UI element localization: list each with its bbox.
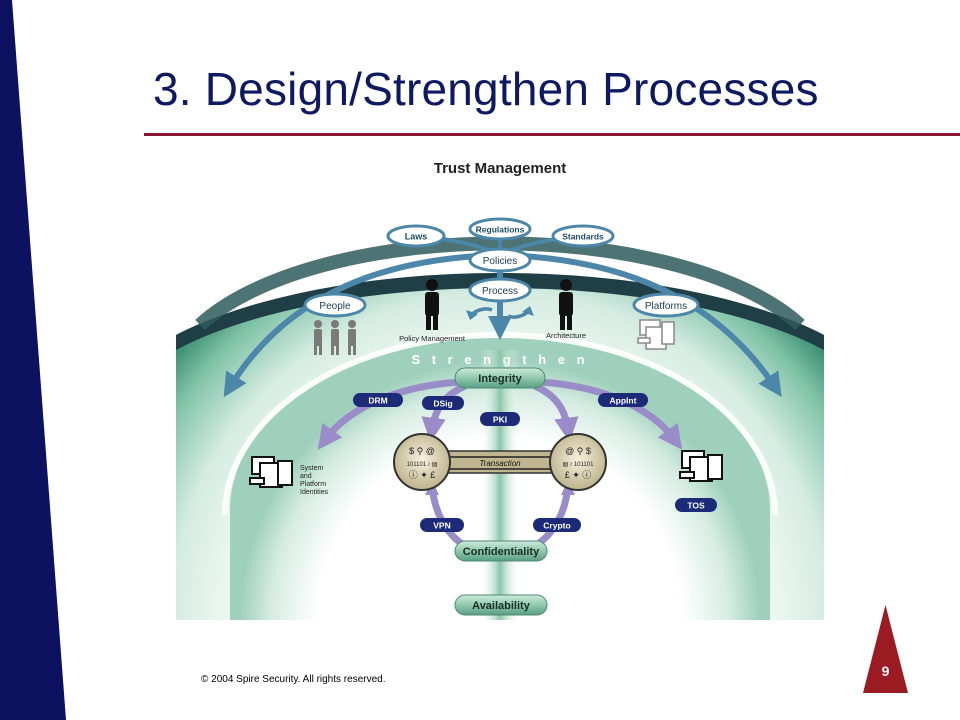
system-identities-caption-2: and bbox=[300, 473, 312, 480]
availability-pill: Availability bbox=[454, 594, 548, 616]
design-arc-label: D e s i g n bbox=[428, 201, 574, 220]
platforms-computer-icon bbox=[637, 319, 675, 350]
system-identities-caption-3: Platform bbox=[300, 481, 326, 488]
dsig-pill: DSig bbox=[422, 396, 464, 410]
platforms-label: Platforms bbox=[645, 301, 687, 312]
design-left-arrow bbox=[223, 252, 501, 398]
system-computer-icon bbox=[249, 456, 293, 488]
dsig-label: DSig bbox=[433, 399, 452, 409]
appint-label: AppInt bbox=[610, 396, 637, 406]
transaction-left-node: $ ⚲ @ 101101 ≀ ▤ ⓘ ✦ £ bbox=[393, 433, 451, 491]
strengthen-arc-label: S t r e n g t h e n bbox=[411, 352, 588, 367]
people-node: People bbox=[303, 292, 367, 318]
diagram-heading: Trust Management bbox=[434, 160, 567, 177]
svg-text:$ ⚲ @: $ ⚲ @ bbox=[409, 446, 435, 456]
regulations-label: Regulations bbox=[476, 225, 525, 235]
architect-icon bbox=[559, 279, 573, 330]
standards-node: Standards bbox=[551, 224, 615, 248]
vpn-pill: VPN bbox=[420, 518, 464, 532]
vpn-label: VPN bbox=[433, 521, 450, 531]
center-pillar bbox=[480, 350, 520, 620]
system-identities-caption-4: Identities bbox=[300, 489, 329, 496]
process-label: Process bbox=[482, 286, 518, 297]
integrity-pill: Integrity bbox=[454, 367, 546, 389]
svg-text:@ ⚲ $: @ ⚲ $ bbox=[565, 446, 591, 456]
platforms-node: Platforms bbox=[632, 292, 700, 318]
policy-management-caption: Policy Management bbox=[399, 334, 466, 343]
people-label: People bbox=[319, 301, 351, 312]
architecture-caption: Architecture bbox=[546, 331, 586, 340]
system-identities-caption-1: System bbox=[300, 465, 324, 472]
transaction-label: Transaction bbox=[479, 459, 521, 468]
crypto-label: Crypto bbox=[543, 521, 570, 531]
transaction-right-node: @ ⚲ $ ▤ ≀ 101101 £ ✦ ⓘ bbox=[549, 433, 607, 491]
policy-manager-icon bbox=[425, 279, 439, 330]
integrity-to-right-node bbox=[533, 382, 579, 443]
pki-label: PKI bbox=[493, 415, 507, 425]
title-rule bbox=[144, 133, 960, 136]
svg-text:101101 ≀ ▤: 101101 ≀ ▤ bbox=[407, 462, 438, 468]
confidentiality-pill: Confidentiality bbox=[454, 540, 548, 562]
copyright-notice: © 2004 Spire Security. All rights reserv… bbox=[201, 674, 386, 685]
policies-node: Policies bbox=[468, 247, 532, 273]
design-right-arrow bbox=[499, 252, 782, 397]
appint-pill: AppInt bbox=[598, 393, 648, 407]
laws-label: Laws bbox=[405, 232, 428, 242]
svg-text:▤ ≀ 101101: ▤ ≀ 101101 bbox=[563, 462, 594, 468]
svg-text:£ ✦ ⓘ: £ ✦ ⓘ bbox=[565, 470, 592, 480]
integrity-label: Integrity bbox=[478, 373, 522, 385]
trust-management-diagram: Trust Management D e s i g n Laws Regula… bbox=[176, 160, 824, 620]
left-navy-band bbox=[0, 0, 66, 720]
regulations-node: Regulations bbox=[468, 217, 532, 241]
tos-computer-icon bbox=[679, 450, 723, 482]
confidentiality-label: Confidentiality bbox=[463, 546, 540, 558]
standards-label: Standards bbox=[562, 232, 604, 242]
svg-text:ⓘ ✦ £: ⓘ ✦ £ bbox=[409, 470, 436, 480]
tos-pill: TOS bbox=[675, 498, 717, 512]
tos-label: TOS bbox=[687, 501, 705, 511]
page-marker-triangle bbox=[863, 605, 908, 693]
drm-label: DRM bbox=[368, 396, 387, 406]
crypto-pill: Crypto bbox=[533, 518, 581, 532]
availability-label: Availability bbox=[472, 600, 531, 612]
slide-title: 3. Design/Strengthen Processes bbox=[153, 63, 819, 115]
process-node: Process bbox=[468, 277, 532, 303]
pki-pill: PKI bbox=[480, 412, 520, 426]
policies-label: Policies bbox=[483, 256, 517, 267]
laws-node: Laws bbox=[386, 224, 446, 248]
page-number: 9 bbox=[881, 663, 890, 679]
people-group-icon bbox=[314, 320, 356, 355]
drm-pill: DRM bbox=[353, 393, 403, 407]
